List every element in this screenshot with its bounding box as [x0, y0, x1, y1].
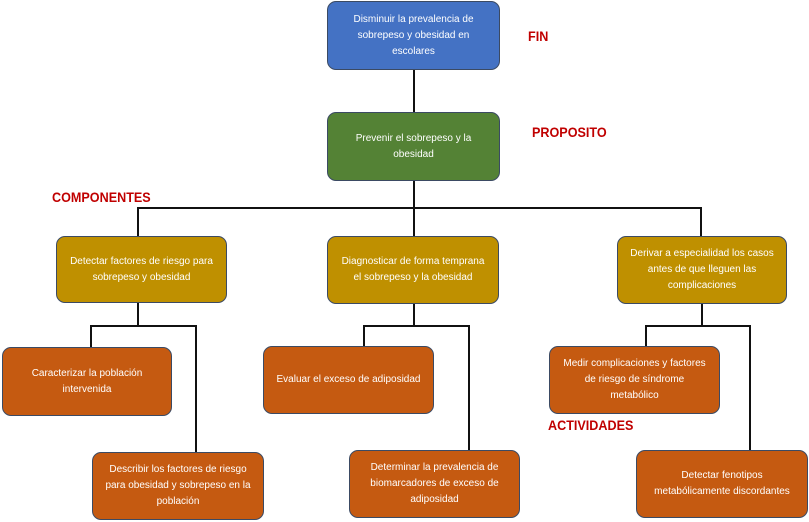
- connector: [90, 325, 92, 348]
- connector: [195, 325, 197, 452]
- connector: [701, 304, 703, 325]
- connector: [90, 325, 196, 327]
- fin-box: Disminuir la prevalencia de sobrepeso y …: [327, 1, 500, 70]
- actividad-box: Determinar la prevalencia de biomarcador…: [349, 450, 520, 518]
- connector: [363, 325, 365, 346]
- componente-box: Derivar a especialidad los casos antes d…: [617, 236, 787, 304]
- actividad-box: Medir complicaciones y factores de riesg…: [549, 346, 720, 414]
- actividad-box: Evaluar el exceso de adiposidad: [263, 346, 434, 414]
- connector: [137, 207, 701, 209]
- connector: [468, 325, 470, 450]
- fin-label: FIN: [528, 28, 549, 44]
- connector: [137, 207, 139, 236]
- connector: [137, 303, 139, 325]
- proposito-label: PROPOSITO: [532, 124, 607, 140]
- connector: [413, 181, 415, 236]
- connector: [749, 325, 751, 450]
- componente-box: Detectar factores de riesgo para sobrepe…: [56, 236, 227, 303]
- actividad-box: Describir los factores de riesgo para ob…: [92, 452, 264, 520]
- actividades-label: ACTIVIDADES: [548, 417, 634, 433]
- connector: [645, 325, 647, 346]
- proposito-box: Prevenir el sobrepeso y la obesidad: [327, 112, 500, 181]
- actividad-box: Caracterizar la población intervenida: [2, 347, 172, 416]
- actividad-box: Detectar fenotipos metabólicamente disco…: [636, 450, 808, 518]
- connector: [413, 304, 415, 325]
- componente-box: Diagnosticar de forma temprana el sobrep…: [327, 236, 499, 304]
- connector: [363, 325, 469, 327]
- connector: [700, 207, 702, 236]
- componentes-label: COMPONENTES: [52, 189, 151, 205]
- connector: [413, 69, 415, 112]
- connector: [645, 325, 750, 327]
